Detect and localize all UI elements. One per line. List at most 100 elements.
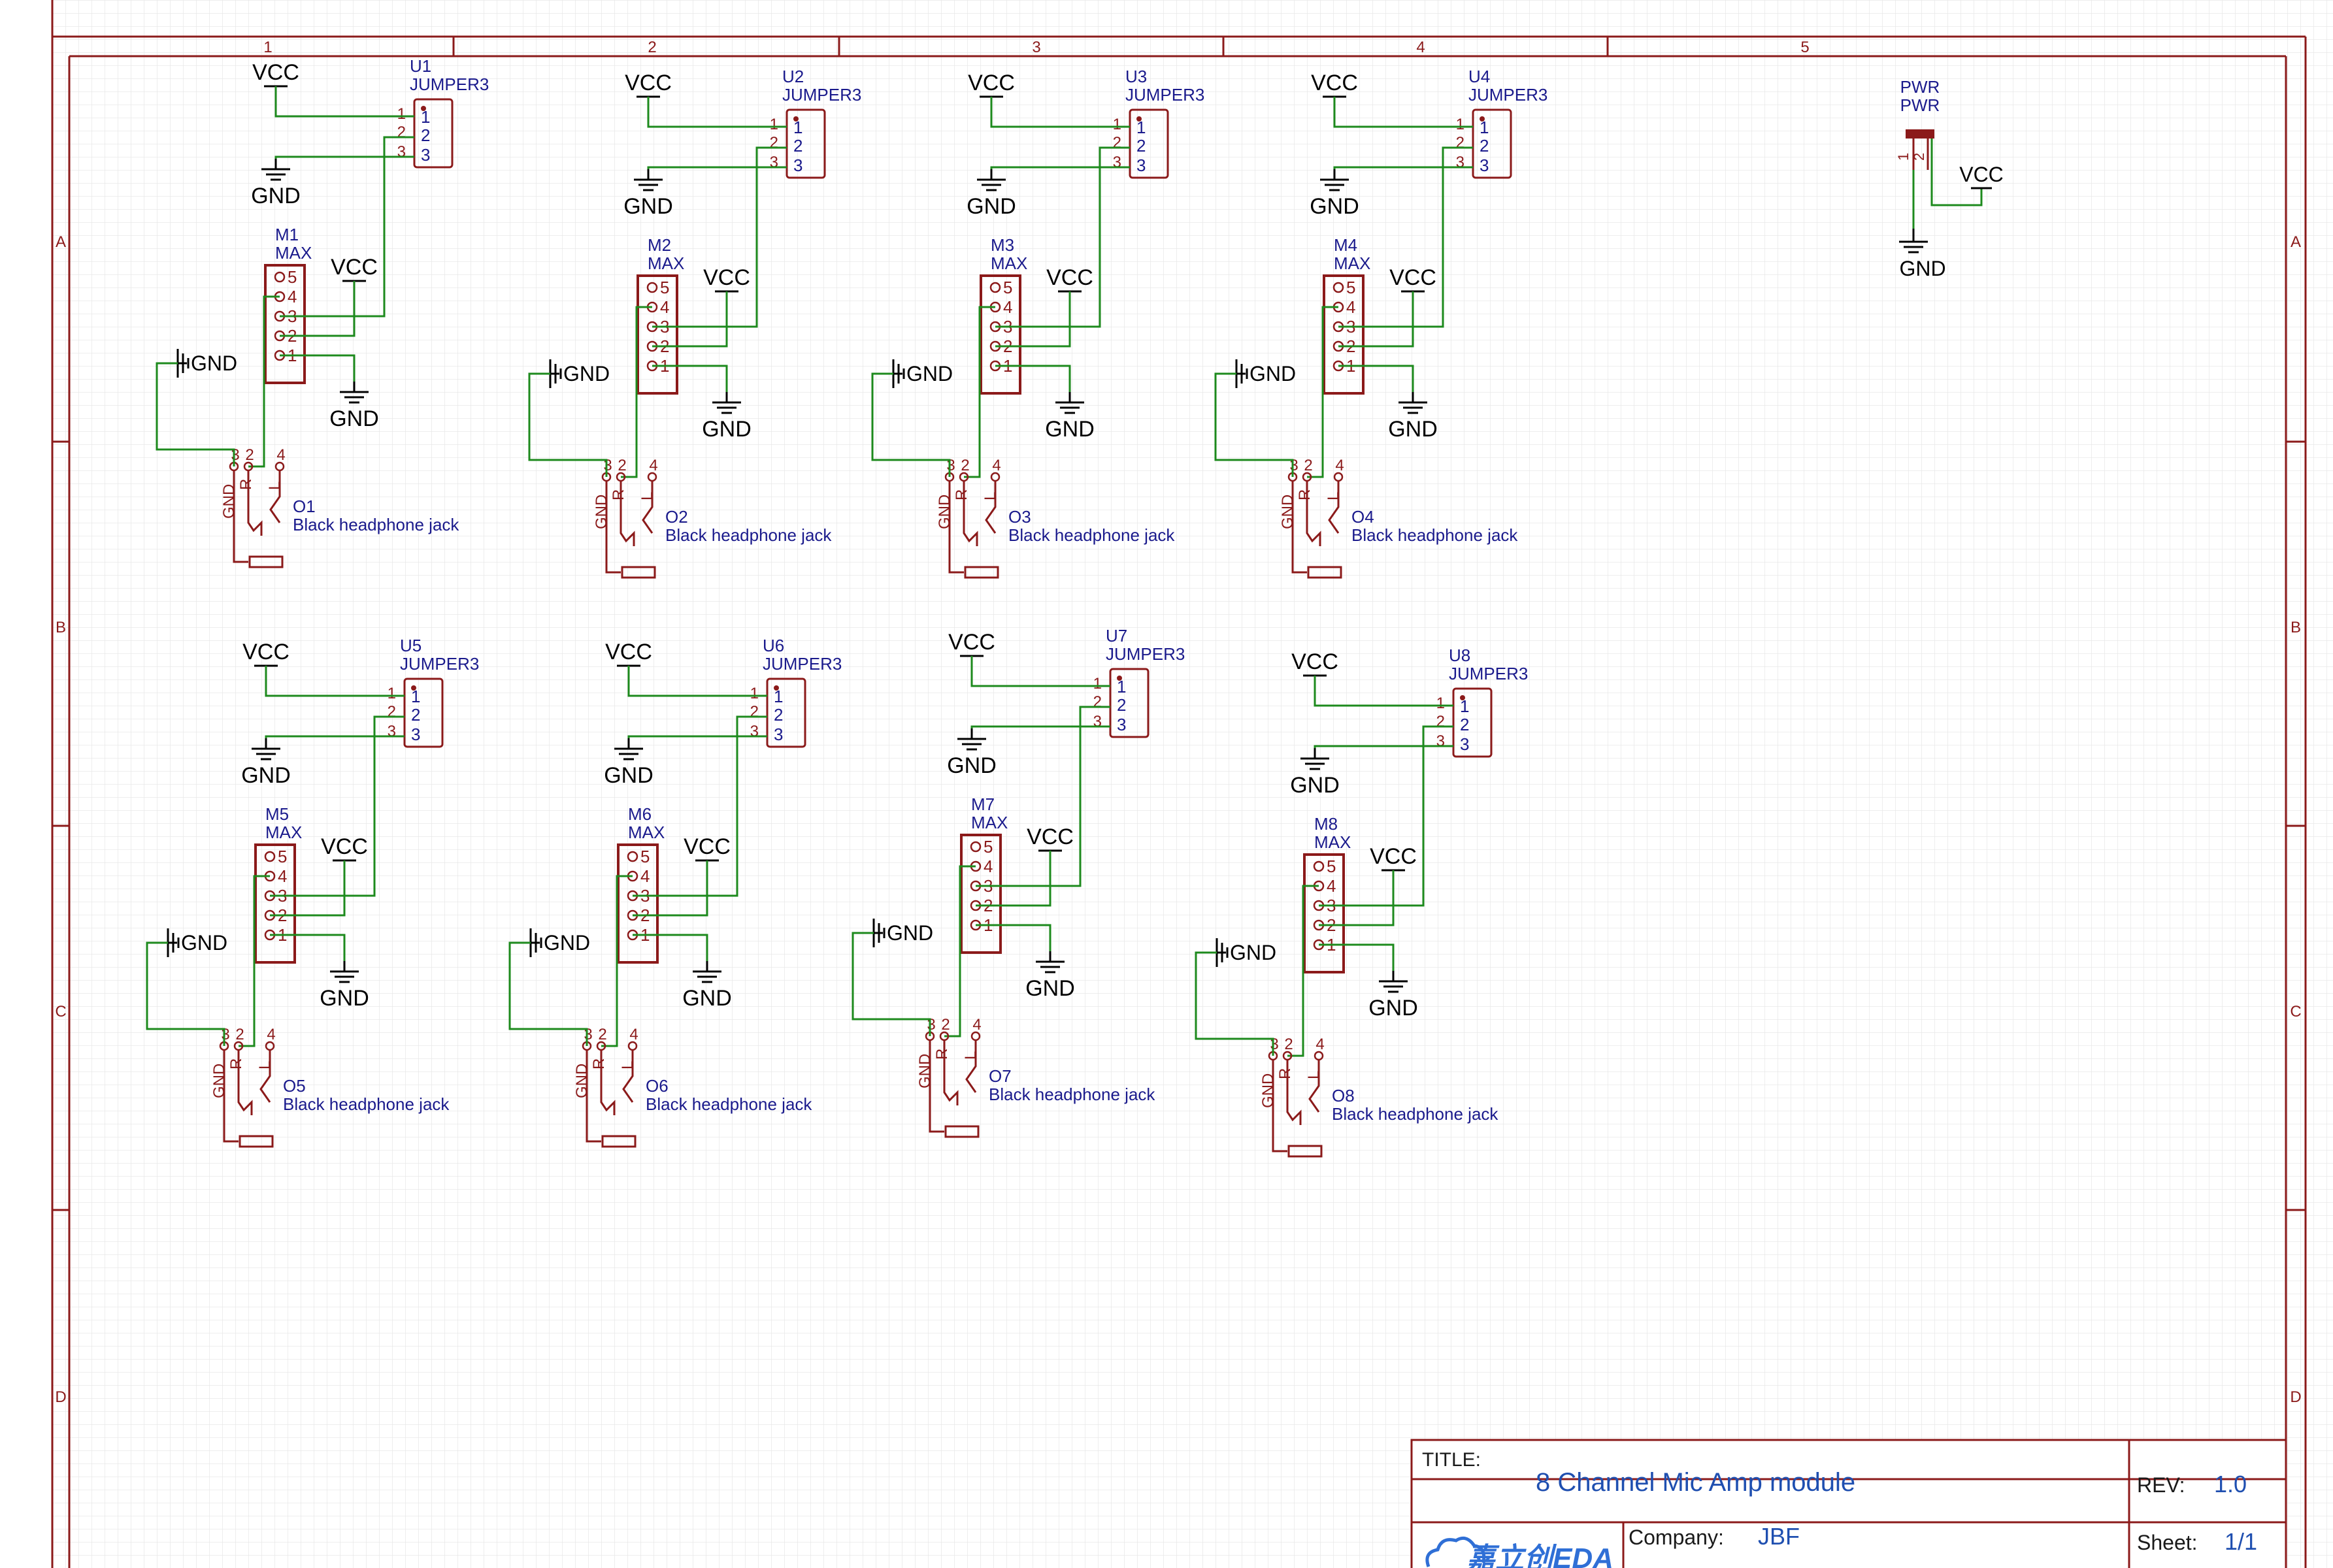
- header-pin-number: 3: [388, 723, 396, 740]
- jack-tip-contact: [1308, 1060, 1320, 1113]
- company-label: Company:: [1629, 1526, 1724, 1549]
- jack-tip-contact: [985, 481, 997, 534]
- gnd-label: GND: [1310, 194, 1359, 219]
- jack-pin-name: GND: [593, 495, 610, 529]
- title-label: TITLE:: [1422, 1449, 1481, 1471]
- vcc-label: VCC: [605, 640, 652, 664]
- max-pin-number: 4: [288, 287, 297, 306]
- jack-pin-name: R: [590, 1058, 608, 1070]
- gnd-label: GND: [906, 362, 953, 385]
- jack-pin-name: R: [1276, 1068, 1294, 1079]
- header-pin-label: 2: [1117, 695, 1126, 715]
- jack-designator: O2: [665, 507, 688, 527]
- wire-max-out-jack: [601, 875, 633, 1047]
- header-body: [1129, 108, 1169, 179]
- gnd-symbol: GND: [623, 169, 673, 219]
- max-designator: M1: [275, 225, 299, 244]
- header-pin-label: 3: [421, 145, 430, 165]
- gnd-label: GND: [1368, 996, 1418, 1021]
- jack-pin-number: 4: [1315, 1036, 1324, 1053]
- jack-pin-name: GND: [210, 1064, 228, 1098]
- wire-vcc-header: [990, 97, 1130, 128]
- wire-max-vcc: [1319, 870, 1395, 926]
- header-pin-number: 1: [1093, 675, 1102, 693]
- row-label: D: [2290, 1388, 2301, 1406]
- header-pin-label: 1: [793, 118, 802, 137]
- jack-value: Black headphone jack: [1008, 525, 1175, 545]
- wire-gnd-header: [1333, 166, 1473, 169]
- gnd-symbol: GND: [1290, 748, 1340, 798]
- rev-value: 1.0: [2214, 1471, 2247, 1497]
- header-value: JUMPER3: [410, 74, 489, 94]
- wire-max-out-jack: [944, 865, 976, 1037]
- power-connector[interactable]: PWR PWR 1 2 GND VCC: [1895, 77, 2004, 280]
- max-body: [960, 834, 1002, 954]
- max-value: MAX: [991, 253, 1027, 273]
- max-pin-number: 4: [660, 297, 669, 317]
- vcc-symbol: VCC: [321, 834, 368, 862]
- vcc-label: VCC: [1959, 163, 2004, 186]
- row-label: C: [2290, 1003, 2301, 1021]
- wire-jack-gnd: [871, 372, 951, 477]
- jack-pin-number: 4: [649, 457, 657, 474]
- gnd-symbol: GND: [251, 159, 301, 208]
- max-pin-number: 5: [1327, 857, 1336, 876]
- wire-max-out-jack: [1307, 306, 1338, 478]
- wire-max-vcc: [995, 291, 1071, 348]
- power-connector-designator: PWR: [1900, 77, 1940, 97]
- header-pin-number: 3: [1436, 732, 1445, 750]
- vcc-label: VCC: [1046, 265, 1093, 290]
- jack-pin-name: R: [933, 1049, 951, 1060]
- max-designator: M3: [991, 235, 1014, 255]
- column-label: 5: [1800, 39, 1809, 56]
- wire-gnd-header: [265, 735, 405, 738]
- jack-sleeve: [1291, 481, 1307, 574]
- wire-jack-gnd: [146, 941, 225, 1046]
- gnd-symbol: GND: [1045, 392, 1095, 442]
- jack-value: Black headphone jack: [293, 515, 459, 534]
- gnd-symbol: GND: [702, 392, 752, 442]
- jack-pin-number: 2: [1284, 1036, 1293, 1053]
- header-designator: U8: [1449, 645, 1470, 665]
- jack-pin-number: 4: [972, 1016, 981, 1034]
- gnd-label: GND: [887, 921, 933, 945]
- jack-pin-name: GND: [220, 484, 238, 519]
- header-pin-number: 2: [1456, 134, 1464, 152]
- wire-max-out-jack: [621, 306, 652, 478]
- header-pin-number: 3: [1113, 154, 1121, 171]
- header-pin-label: 2: [793, 136, 802, 155]
- max-pin: [989, 282, 1001, 293]
- wire-max-vcc: [633, 860, 708, 917]
- gnd-symbol: GND: [967, 169, 1016, 219]
- wire-max-vcc: [1338, 291, 1414, 348]
- header-value: JUMPER3: [1468, 85, 1547, 105]
- wire-max-out-header: [270, 715, 405, 897]
- wire-jack-gnd: [852, 932, 931, 1036]
- wire-jack-gnd: [1214, 372, 1294, 477]
- wire-max-vcc: [270, 860, 346, 917]
- jack-pin-number: 4: [629, 1026, 638, 1043]
- header-pin-label: 2: [1136, 136, 1146, 155]
- header-designator: U2: [782, 67, 804, 86]
- jack-sleeve: [233, 470, 248, 563]
